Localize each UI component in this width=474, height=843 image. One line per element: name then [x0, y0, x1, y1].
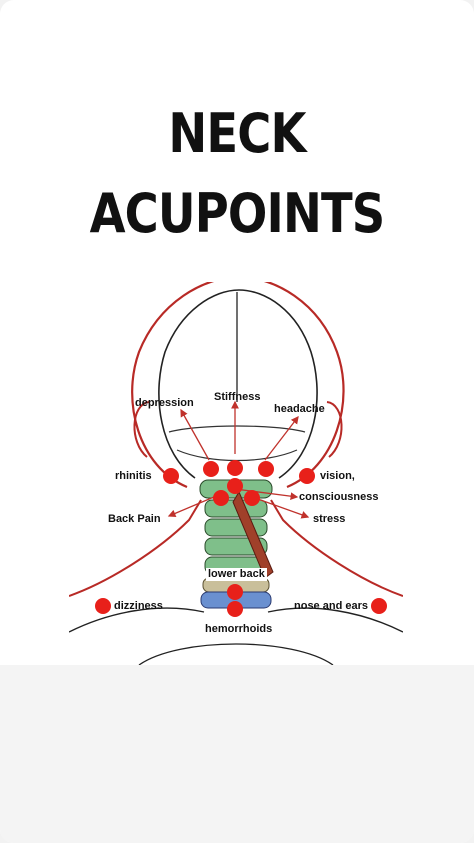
title-line-2: ACUPOINTS	[89, 182, 386, 245]
head-outline	[131, 282, 345, 489]
label-hemorrhoids: hemorrhoids	[203, 623, 275, 636]
occipital-ridge	[168, 425, 306, 433]
clavicle-left	[69, 607, 205, 633]
right-ear	[326, 401, 343, 458]
acupoint-stress	[244, 490, 260, 506]
label-rhinitis: rhinitis	[115, 470, 152, 482]
acupoints	[95, 460, 387, 617]
acupoint-stiffness	[227, 460, 243, 476]
label-arrows	[167, 400, 310, 519]
acupoint-nose-and-ears	[371, 598, 387, 614]
skull-outline	[158, 289, 318, 479]
label-headache: headache	[274, 403, 325, 415]
label-stress: stress	[313, 513, 346, 525]
acupoint-rhinitis	[163, 468, 179, 484]
acupoint-depression	[203, 461, 219, 477]
label-vision: vision,	[320, 470, 355, 482]
jaw-line	[176, 449, 298, 462]
acupoint-headache	[258, 461, 274, 477]
upper-ribs	[138, 643, 334, 665]
label-nose-and-ears: nose and ears	[294, 600, 368, 612]
label-depression: depression	[135, 397, 194, 409]
acupoint-dizziness	[95, 598, 111, 614]
label-lower-back: lower back	[206, 568, 267, 581]
label-stiffness: Stiffness	[214, 391, 261, 403]
clavicle-right	[267, 607, 403, 633]
label-back-pain: Back Pain	[108, 513, 161, 525]
acupoint-lower-back	[227, 584, 243, 600]
label-dizziness: dizziness	[114, 600, 163, 612]
shoulder-outline-left	[69, 499, 202, 597]
acupoint-consciousness	[227, 478, 243, 494]
card-footer-area	[0, 665, 474, 843]
acupoint-vision	[299, 468, 315, 484]
label-consciousness: consciousness	[299, 491, 379, 503]
title-line-1: NECK	[168, 102, 306, 165]
left-ear	[133, 401, 150, 458]
acupoint-hemorrhoids	[227, 601, 243, 617]
acupoint-back-pain	[213, 490, 229, 506]
shoulder-outline-right	[270, 499, 403, 597]
neck-acupoints-diagram: depression Stiffness headache rhinitis v…	[69, 282, 403, 665]
